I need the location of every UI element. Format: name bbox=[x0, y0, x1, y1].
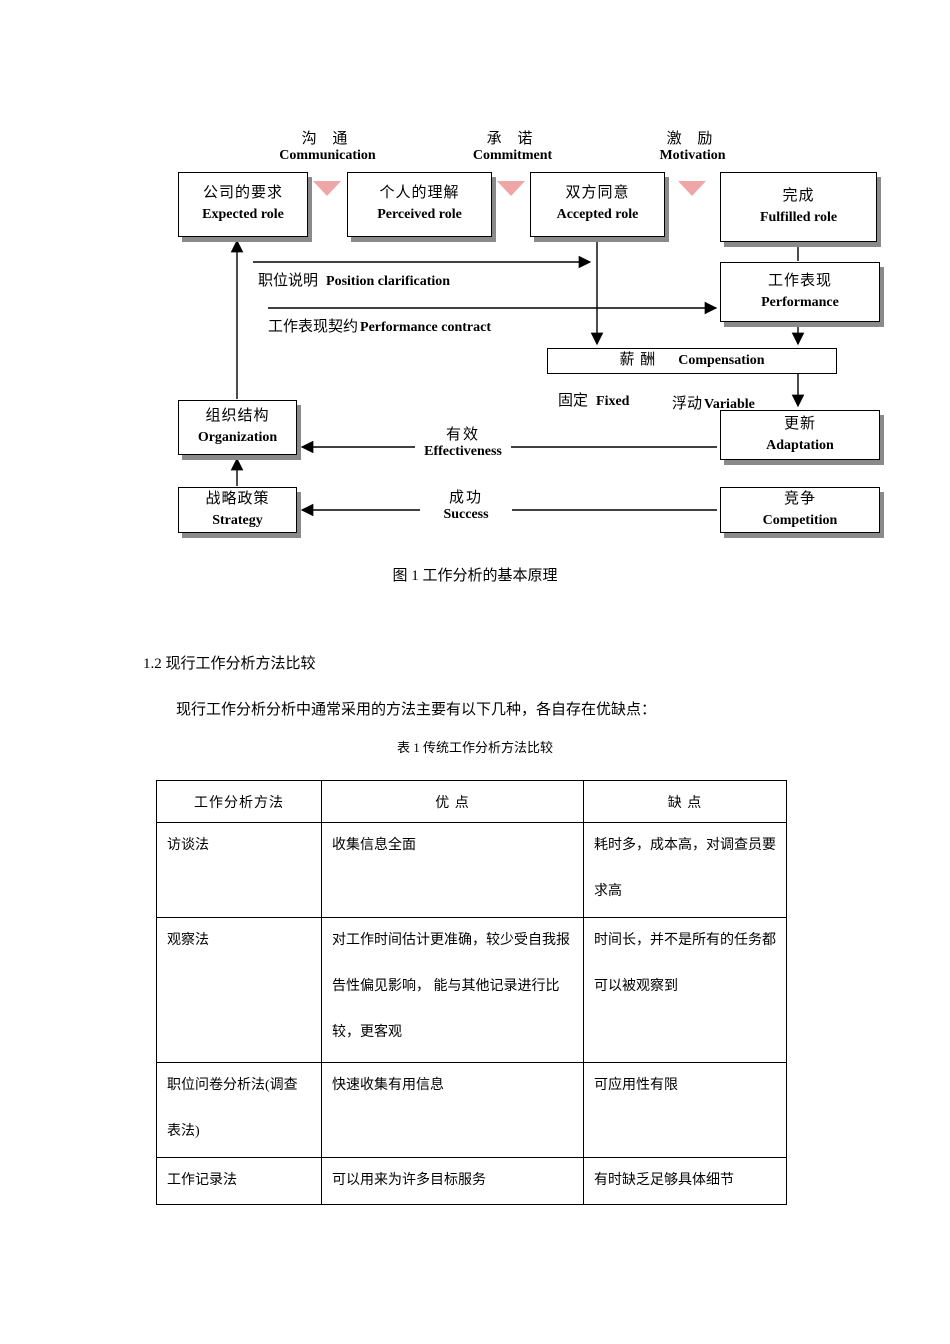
box-strategy-en: Strategy bbox=[212, 512, 263, 528]
box-competition: 竞争 Competition bbox=[720, 487, 880, 533]
label-effectiveness: 有效 Effectiveness bbox=[415, 427, 511, 459]
label-success: 成功 Success bbox=[420, 490, 512, 522]
flow-label-commitment: 承 诺 Commitment bbox=[455, 127, 570, 164]
box-performance-en: Performance bbox=[761, 294, 839, 310]
box-adaptation-en: Adaptation bbox=[766, 437, 834, 453]
box-accepted-role-zh: 双方同意 bbox=[565, 185, 630, 202]
table-header-row: 工作分析方法 优 点 缺 点 bbox=[156, 780, 787, 823]
flow-label-communication-zh: 沟 通 bbox=[301, 131, 354, 147]
cell-cons: 有时缺乏足够具体细节 bbox=[583, 1157, 787, 1205]
role-gap-triangle-1 bbox=[313, 181, 341, 196]
table-caption: 表 1 传统工作分析方法比较 bbox=[396, 740, 553, 755]
figure-caption: 图 1 工作分析的基本原理 bbox=[392, 568, 558, 584]
box-fulfilled-role: 完成 Fulfilled role bbox=[720, 172, 877, 242]
flow-label-commitment-en: Commitment bbox=[472, 148, 553, 163]
box-perceived-role-zh: 个人的理解 bbox=[379, 185, 460, 202]
label-position-clarification: 职位说明 Position clarification bbox=[258, 269, 450, 290]
table-row: 观察法 对工作时间估计更准确，较少受自我报告性偏见影响， 能与其他记录进行比较，… bbox=[156, 917, 787, 1063]
label-performance-contract-zh: 工作表现契约 bbox=[268, 319, 359, 335]
box-expected-role: 公司的要求 Expected role bbox=[178, 172, 308, 237]
box-organization-en: Organization bbox=[197, 430, 278, 446]
box-perceived-role-en: Perceived role bbox=[377, 207, 462, 223]
flow-label-communication-en: Communication bbox=[279, 148, 376, 163]
cell-pros: 快速收集有用信息 bbox=[321, 1062, 584, 1158]
box-competition-en: Competition bbox=[762, 512, 838, 528]
box-performance-zh: 工作表现 bbox=[767, 272, 832, 289]
table-header-pros: 优 点 bbox=[321, 780, 584, 823]
cell-method: 工作记录法 bbox=[156, 1157, 322, 1205]
table-header-cons: 缺 点 bbox=[583, 780, 787, 823]
box-fulfilled-role-en: Fulfilled role bbox=[759, 209, 838, 225]
role-gap-triangle-2 bbox=[497, 181, 525, 196]
box-adaptation: 更新 Adaptation bbox=[720, 410, 880, 460]
table-row: 访谈法 收集信息全面 耗时多，成本高，对调查员要求高 bbox=[156, 822, 787, 918]
section-heading: 1.2 现行工作分析方法比较 bbox=[143, 656, 316, 672]
label-position-clarification-en: Position clarification bbox=[326, 274, 451, 289]
label-performance-contract-en: Performance contract bbox=[360, 320, 491, 335]
table-header-method: 工作分析方法 bbox=[156, 780, 322, 823]
box-strategy: 战略政策 Strategy bbox=[178, 487, 297, 533]
label-position-clarification-zh: 职位说明 bbox=[258, 273, 319, 289]
box-compensation: 薪 酬 Compensation bbox=[547, 348, 837, 374]
cell-pros: 对工作时间估计更准确，较少受自我报告性偏见影响， 能与其他记录进行比较，更客观 bbox=[321, 917, 584, 1063]
label-effectiveness-zh: 有效 bbox=[445, 427, 480, 443]
cell-method: 职位问卷分析法(调查表法) bbox=[156, 1062, 322, 1158]
cell-pros: 收集信息全面 bbox=[321, 822, 584, 918]
cell-cons: 耗时多，成本高，对调查员要求高 bbox=[583, 822, 787, 918]
cell-pros: 可以用来为许多目标服务 bbox=[321, 1157, 584, 1205]
box-adaptation-zh: 更新 bbox=[783, 415, 816, 432]
box-competition-zh: 竞争 bbox=[783, 490, 816, 507]
label-fixed: 固定 Fixed bbox=[558, 389, 629, 410]
flow-label-commitment-zh: 承 诺 bbox=[486, 131, 539, 147]
table-row: 职位问卷分析法(调查表法) 快速收集有用信息 可应用性有限 bbox=[156, 1062, 787, 1158]
box-organization: 组织结构 Organization bbox=[178, 400, 297, 455]
box-compensation-zh: 薪 酬 bbox=[619, 352, 657, 369]
cell-method: 观察法 bbox=[156, 917, 322, 1063]
box-performance: 工作表现 Performance bbox=[720, 262, 880, 322]
label-effectiveness-en: Effectiveness bbox=[424, 443, 502, 459]
box-accepted-role-en: Accepted role bbox=[556, 207, 639, 223]
label-fixed-en: Fixed bbox=[596, 394, 630, 409]
box-accepted-role: 双方同意 Accepted role bbox=[530, 172, 665, 237]
label-success-en: Success bbox=[443, 506, 489, 522]
box-fulfilled-role-zh: 完成 bbox=[782, 187, 815, 204]
cell-method: 访谈法 bbox=[156, 822, 322, 918]
flow-label-motivation-en: Motivation bbox=[659, 148, 726, 163]
cell-cons: 时间长，并不是所有的任务都可以被观察到 bbox=[583, 917, 787, 1063]
label-variable-en: Variable bbox=[704, 397, 755, 412]
label-success-zh: 成功 bbox=[448, 490, 483, 506]
flow-label-motivation: 激 励 Motivation bbox=[635, 127, 750, 164]
box-strategy-zh: 战略政策 bbox=[205, 490, 270, 507]
table-row: 工作记录法 可以用来为许多目标服务 有时缺乏足够具体细节 bbox=[156, 1157, 787, 1205]
box-organization-zh: 组织结构 bbox=[205, 408, 270, 425]
body-paragraph: 现行工作分析分析中通常采用的方法主要有以下几种，各自存在优缺点： bbox=[176, 702, 657, 718]
label-variable-zh: 浮动 bbox=[672, 396, 703, 412]
comparison-table: 工作分析方法 优 点 缺 点 访谈法 收集信息全面 耗时多，成本高，对调查员要求… bbox=[156, 780, 787, 1205]
label-fixed-zh: 固定 bbox=[558, 393, 589, 409]
flow-label-communication: 沟 通 Communication bbox=[270, 127, 385, 164]
box-expected-role-en: Expected role bbox=[202, 207, 284, 223]
box-compensation-en: Compensation bbox=[678, 352, 765, 368]
box-perceived-role: 个人的理解 Perceived role bbox=[347, 172, 492, 237]
flow-label-motivation-zh: 激 励 bbox=[666, 131, 719, 147]
cell-cons: 可应用性有限 bbox=[583, 1062, 787, 1158]
box-expected-role-zh: 公司的要求 bbox=[202, 185, 283, 202]
role-gap-triangle-3 bbox=[678, 181, 706, 196]
